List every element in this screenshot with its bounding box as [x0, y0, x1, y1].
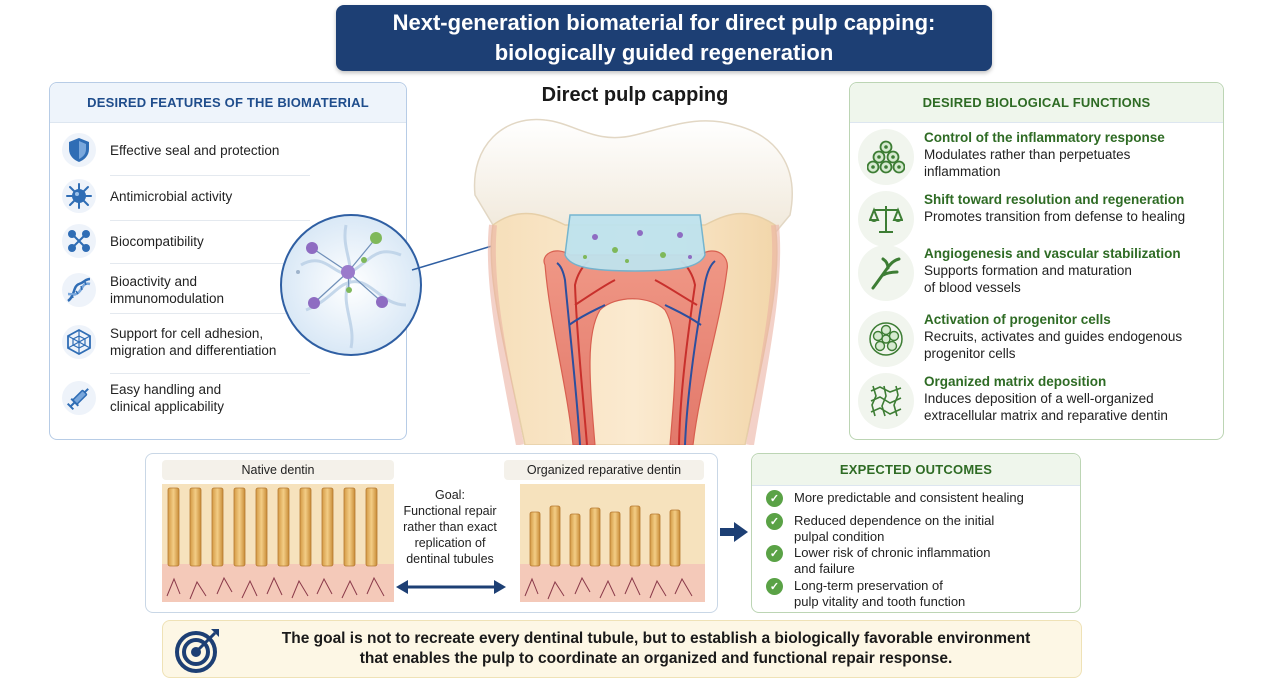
right-arrow-icon: [720, 522, 748, 542]
scaffold-icon: [62, 325, 96, 359]
footer-line-1: The goal is not to recreate every dentin…: [281, 630, 1031, 647]
outcome-item: ✓ Long-term preservation of pulp vitalit…: [766, 578, 965, 610]
goal-footer: The goal is not to recreate every dentin…: [162, 620, 1082, 678]
function-description: Modulates rather than perpetuates inflam…: [924, 147, 1131, 179]
function-title: Shift toward resolution and regeneration: [924, 192, 1185, 207]
tooth-illustration: [473, 118, 793, 445]
feature-item: Bioactivity and immunomodulation: [62, 273, 292, 307]
function-description: Promotes transition from defense to heal…: [924, 209, 1186, 224]
outcome-text: More predictable and consistent healing: [794, 490, 1024, 507]
cells-icon: [858, 129, 914, 185]
feature-text: Support for cell adhesion, migration and…: [110, 326, 277, 358]
outcome-line: pulp vitality and tooth function: [794, 594, 966, 609]
outcome-text: Reduced dependence on the initial pulpal…: [794, 513, 994, 545]
feature-text: Effective seal and protection: [110, 142, 280, 158]
outcome-item: ✓ Lower risk of chronic inflammation and…: [766, 545, 991, 577]
outcome-text: Long-term preservation of pulp vitality …: [794, 578, 965, 610]
title-line-1: Next-generation biomaterial for direct p…: [392, 10, 936, 35]
target-icon: [175, 629, 219, 673]
check-icon: ✓: [766, 490, 783, 507]
outcome-item: ✓ Reduced dependence on the initial pulp…: [766, 513, 994, 545]
microbe-icon: [62, 179, 96, 213]
function-title: Organized matrix deposition: [924, 374, 1107, 389]
outcome-line: Lower risk of chronic inflammation: [794, 545, 991, 560]
feature-item: Antimicrobial activity: [62, 179, 292, 213]
biomaterial-zoom-circle: [280, 214, 422, 356]
shield-icon: [62, 133, 96, 167]
outcome-line: and failure: [794, 561, 855, 576]
outcome-text: Lower risk of chronic inflammation and f…: [794, 545, 991, 577]
native-dentin-illustration: [162, 484, 394, 602]
feature-item: Easy handling and clinical applicability: [62, 381, 292, 415]
functions-header: DESIRED BIOLOGICAL FUNCTIONS: [850, 83, 1223, 123]
outcomes-panel: EXPECTED OUTCOMES ✓ More predictable and…: [751, 453, 1081, 613]
goal-line: dentinal tubules: [406, 552, 494, 566]
reparative-dentin-label: Organized reparative dentin: [504, 460, 704, 480]
progenitor-cells-icon: [858, 311, 914, 367]
goal-line: rather than exact: [403, 520, 497, 534]
feature-divider: [110, 175, 310, 176]
goal-footer-text: The goal is not to recreate every dentin…: [241, 629, 1071, 669]
function-item: Activation of progenitor cells Recruits,…: [858, 311, 1218, 367]
check-icon: ✓: [766, 578, 783, 595]
outcome-item: ✓ More predictable and consistent healin…: [766, 490, 1024, 507]
function-description: Supports formation and maturation of blo…: [924, 263, 1132, 295]
double-arrow-icon: [396, 580, 506, 594]
goal-text: Goal: Functional repair rather than exac…: [398, 487, 502, 567]
center-title: Direct pulp capping: [541, 84, 729, 106]
feature-item: Support for cell adhesion, migration and…: [62, 325, 292, 359]
function-item: Angiogenesis and vascular stabilization …: [858, 245, 1218, 301]
dna-icon: [62, 273, 96, 307]
feature-text: Antimicrobial activity: [110, 188, 233, 204]
function-title: Activation of progenitor cells: [924, 312, 1111, 327]
function-item: Shift toward resolution and regeneration…: [858, 191, 1218, 247]
title-line-2: biologically guided regeneration: [494, 40, 834, 65]
title-banner: Next-generation biomaterial for direct p…: [336, 5, 992, 71]
outcome-line: pulpal condition: [794, 529, 885, 544]
syringe-icon: [62, 381, 96, 415]
check-icon: ✓: [766, 513, 783, 530]
functions-panel: DESIRED BIOLOGICAL FUNCTIONS Control of …: [849, 82, 1224, 440]
goal-line: Functional repair: [403, 504, 497, 518]
footer-line-2: that enables the pulp to coordinate an o…: [359, 650, 953, 667]
goal-line: replication of: [414, 536, 486, 550]
feature-divider: [110, 263, 310, 264]
outcome-line: Long-term preservation of: [794, 578, 943, 593]
feature-text: Biocompatibility: [110, 233, 204, 249]
blood-vessel-icon: [858, 245, 914, 301]
matrix-network-icon: [858, 373, 914, 429]
outcome-line: More predictable and consistent healing: [794, 490, 1024, 505]
function-item: Organized matrix deposition Induces depo…: [858, 373, 1218, 429]
native-dentin-label: Native dentin: [162, 460, 394, 480]
check-icon: ✓: [766, 545, 783, 562]
feature-item: Effective seal and protection: [62, 133, 292, 167]
feature-divider: [110, 313, 310, 314]
features-header: DESIRED FEATURES OF THE BIOMATERIAL: [50, 83, 406, 123]
goal-line: Goal:: [435, 488, 465, 502]
function-description: Recruits, activates and guides endogenou…: [924, 329, 1183, 361]
feature-text: Easy handling and clinical applicability: [110, 382, 225, 414]
balance-scale-icon: [858, 191, 914, 247]
feature-text: Bioactivity and immunomodulation: [110, 274, 225, 306]
function-description: Induces deposition of a well-organized e…: [924, 391, 1168, 423]
feature-item: Biocompatibility: [62, 224, 292, 258]
function-item: Control of the inflammatory response Mod…: [858, 129, 1218, 185]
outcome-line: Reduced dependence on the initial: [794, 513, 995, 528]
function-title: Control of the inflammatory response: [924, 130, 1165, 145]
outcomes-header: EXPECTED OUTCOMES: [752, 454, 1080, 486]
feature-divider: [110, 373, 310, 374]
reparative-dentin-illustration: [520, 484, 705, 602]
molecule-icon: [62, 224, 96, 258]
function-title: Angiogenesis and vascular stabilization: [924, 246, 1181, 261]
feature-divider: [110, 220, 310, 221]
